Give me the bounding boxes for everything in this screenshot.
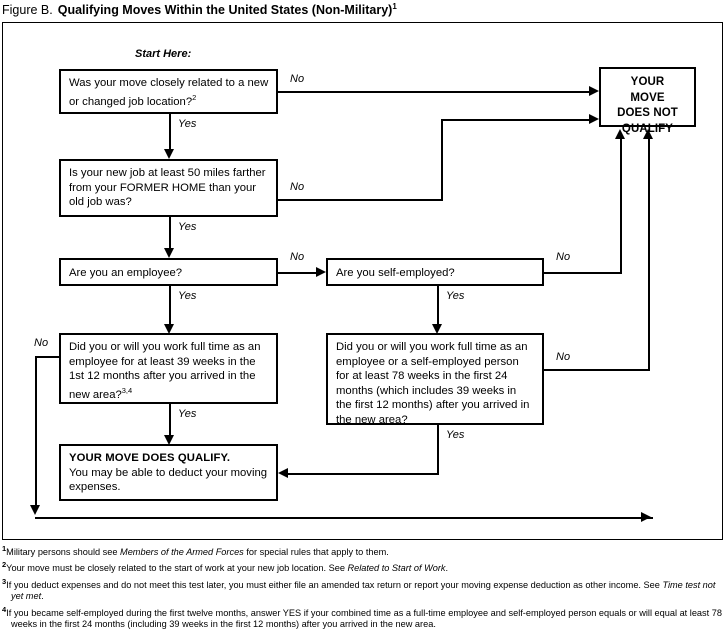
edge-label-q4-yes: Yes — [446, 290, 465, 302]
edge-q2-no-line-v — [441, 119, 443, 201]
edge-q5-yes-line — [169, 404, 171, 437]
edge-q5-no-line-v — [35, 356, 37, 507]
edge-q3-yes-arrowhead — [164, 324, 174, 334]
edge-q5-yes-arrowhead — [164, 435, 174, 445]
qualify-heading: YOUR MOVE DOES QUALIFY. — [69, 452, 231, 464]
edge-label-q2-no: No — [290, 181, 305, 193]
start-here-label: Start Here: — [135, 48, 192, 60]
edge-q3-no-arrowhead — [316, 267, 326, 277]
node-q5-text: Did you or will you work full time as an… — [69, 341, 261, 401]
edge-q2-yes-arrowhead — [164, 248, 174, 258]
node-q4-text: Are you self-employed? — [336, 267, 455, 279]
edge-q5-no-arrowhead — [30, 505, 40, 515]
node-q2-text: Is your new job at least 50 miles farthe… — [69, 167, 266, 208]
node-question-39-weeks-employee[interactable]: Did you or will you work full time as an… — [59, 333, 278, 404]
flowchart-frame: Start Here: Was your move closely relate… — [2, 22, 723, 540]
node-result-does-not-qualify[interactable]: YOUR MOVE DOES NOT QUALIFY — [599, 67, 696, 135]
footnote-number: 1 — [2, 544, 7, 553]
edge-label-q3-no: No — [290, 251, 305, 263]
not-qualify-line-4: QUALIFY — [621, 122, 674, 135]
edge-q4-yes-line — [437, 286, 439, 326]
footnote-text: Military persons should see Members of t… — [6, 547, 389, 558]
edge-q4-no-line-h — [544, 272, 622, 274]
edge-q6-no-arrowhead — [643, 129, 653, 139]
node-q6-text: Did you or will you work full time as an… — [336, 341, 530, 426]
node-q5-footnote-marker: 3,4 — [121, 385, 133, 395]
edge-q3-no-line — [278, 272, 318, 274]
edge-q4-no-arrowhead — [615, 129, 625, 139]
not-qualify-line-2: MOVE — [630, 91, 665, 104]
node-question-job-location[interactable]: Was your move closely related to a new o… — [59, 69, 278, 114]
edge-q5-no-bottom-arrowhead — [641, 512, 651, 522]
edge-label-q1-yes: Yes — [178, 118, 197, 130]
node-q1-text: Was your move closely related to a new o… — [69, 77, 269, 108]
footnote-text: If you deduct expenses and do not meet t… — [6, 580, 716, 602]
edge-q6-yes-line-v — [437, 425, 439, 473]
page-title: Figure B. Qualifying Moves Within the Uni… — [2, 2, 722, 20]
edge-q1-no-arrowhead — [589, 86, 599, 96]
edge-q2-no-line-h2 — [441, 119, 591, 121]
edge-q6-yes-line-h — [288, 473, 439, 475]
footnotes-block: 1Military persons should see Members of … — [2, 543, 724, 632]
not-qualify-line-3: DOES NOT — [617, 107, 678, 119]
footnote-item: 1Military persons should see Members of … — [2, 543, 724, 558]
edge-q4-yes-arrowhead — [432, 324, 442, 334]
edge-q1-yes-arrowhead — [164, 149, 174, 159]
edge-q1-no-line — [278, 91, 591, 93]
footnote-text: Your move must be closely related to the… — [6, 563, 449, 574]
footnote-number: 3 — [2, 576, 7, 586]
edge-q6-no-line-h — [544, 369, 650, 371]
node-question-are-you-self-employed[interactable]: Are you self-employed? — [326, 258, 544, 286]
figure-title: Qualifying Moves Within the United State… — [57, 3, 393, 18]
qualify-body: You may be able to deduct your moving ex… — [69, 466, 268, 494]
edge-label-q6-yes: Yes — [446, 429, 465, 441]
edge-q5-no-line-h1 — [35, 356, 61, 358]
not-qualify-line-1: YOUR — [630, 76, 665, 88]
figure-title-footnote-marker: 1 — [392, 2, 397, 11]
edge-label-q4-no: No — [556, 251, 571, 263]
edge-q1-yes-line — [169, 114, 171, 150]
footnote-text: If you became self-employed during the f… — [6, 607, 722, 630]
footnote-item: 3If you deduct expenses and do not meet … — [2, 576, 724, 603]
edge-label-q3-yes: Yes — [178, 290, 197, 302]
edge-label-q1-no: No — [290, 73, 305, 85]
node-result-does-qualify[interactable]: YOUR MOVE DOES QUALIFY. You may be able … — [59, 444, 278, 501]
footnote-number: 2 — [2, 560, 7, 570]
edge-q6-yes-arrowhead — [278, 468, 288, 478]
edge-q5-no-line-h2 — [35, 517, 653, 519]
edge-label-q5-no: No — [34, 337, 49, 349]
edge-q2-yes-line — [169, 217, 171, 250]
footnote-item: 4If you became self-employed during the … — [2, 604, 724, 631]
footnote-item: 2Your move must be closely related to th… — [2, 559, 724, 574]
edge-q4-no-line-v — [620, 139, 622, 274]
footnote-number: 4 — [2, 604, 7, 614]
edge-label-q2-yes: Yes — [178, 221, 197, 233]
node-question-are-you-employee[interactable]: Are you an employee? — [59, 258, 278, 286]
edge-q3-yes-line — [169, 286, 171, 326]
figure-label: Figure B. — [2, 3, 53, 18]
edge-q2-no-arrowhead — [589, 114, 599, 124]
edge-q2-no-line-h1 — [278, 199, 443, 201]
edge-q6-no-line-v — [648, 139, 650, 371]
node-question-50-miles[interactable]: Is your new job at least 50 miles farthe… — [59, 159, 278, 217]
node-question-78-weeks-self-employed[interactable]: Did you or will you work full time as an… — [326, 333, 544, 426]
node-q1-footnote-marker: 2 — [192, 92, 197, 102]
edge-label-q5-yes: Yes — [178, 408, 197, 420]
edge-label-q6-no: No — [556, 351, 571, 363]
node-q3-text: Are you an employee? — [69, 267, 183, 279]
